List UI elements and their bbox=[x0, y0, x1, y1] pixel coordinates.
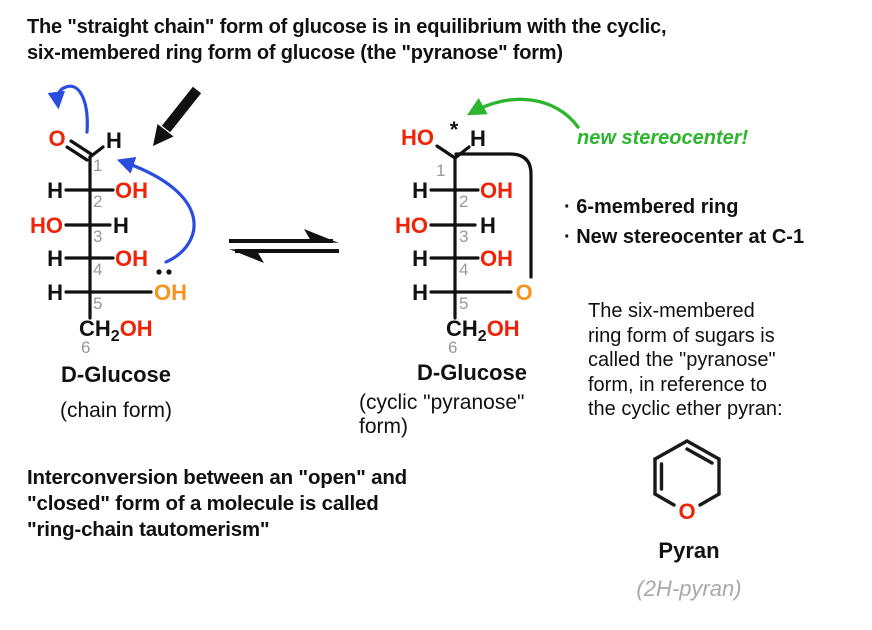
ring-closure-bond bbox=[454, 152, 533, 279]
lone-pair-dot bbox=[156, 269, 162, 275]
carbon-number-2: 2 bbox=[459, 192, 468, 211]
atom-oh2: OH bbox=[480, 178, 513, 203]
pyran-structure: O bbox=[653, 439, 721, 524]
curved-arrow-lone-pair-attack-icon bbox=[116, 156, 196, 264]
atom-h1: H bbox=[470, 126, 486, 151]
carbon-number-1: 1 bbox=[436, 161, 445, 180]
atom-oh4: OH bbox=[115, 246, 148, 271]
pyran-bond bbox=[653, 492, 676, 507]
carbon-number-6: 6 bbox=[81, 338, 90, 357]
green-arrow-icon bbox=[466, 97, 580, 129]
bullet-new-stereocenter: · New stereocenter at C-1 bbox=[564, 226, 805, 248]
atom-o1: O bbox=[48, 126, 65, 151]
chain-molecule-name: D-Glucose bbox=[60, 362, 172, 387]
pyran-bond bbox=[698, 492, 721, 507]
carbon-number-6: 6 bbox=[448, 338, 457, 357]
pyran-bond bbox=[685, 439, 721, 461]
atom-oh4: OH bbox=[480, 246, 513, 271]
equilibrium-top-barb bbox=[304, 229, 339, 243]
ch2oh-ch: CH bbox=[446, 316, 478, 341]
c1-h-bond bbox=[88, 145, 105, 159]
atom-h4: H bbox=[47, 246, 63, 271]
carbon-number-3: 3 bbox=[459, 227, 468, 246]
carbon-number-4: 4 bbox=[459, 260, 468, 279]
lone-pair-dot bbox=[166, 269, 172, 275]
ch2oh-subscript: 2 bbox=[478, 328, 487, 345]
chain-molecule-form-label: (chain form) bbox=[59, 399, 173, 422]
cyclic-molecule-name: D-Glucose bbox=[416, 360, 528, 385]
ch2oh-oh: OH bbox=[487, 316, 520, 341]
c1-o-double-bond bbox=[69, 139, 93, 156]
carbon-number-5: 5 bbox=[459, 294, 468, 313]
atom-h4: H bbox=[412, 246, 428, 271]
atom-h5: H bbox=[47, 280, 63, 305]
stereocenter-asterisk: * bbox=[450, 117, 459, 142]
carbon-number-1: 1 bbox=[93, 156, 102, 175]
atom-oh2: OH bbox=[115, 178, 148, 203]
carbon-number-5: 5 bbox=[93, 294, 102, 313]
pyran-double-bond-inner bbox=[685, 447, 714, 465]
chain-structure: O H 1 H OH 2 HO H 3 H OH 4 H OH 5 bbox=[30, 126, 187, 357]
ch2oh-oh: OH bbox=[120, 316, 153, 341]
black-arrow-icon bbox=[153, 86, 202, 146]
cyclic-molecule-form-label: (cyclic "pyranose" form) bbox=[359, 391, 525, 438]
new-stereocenter-callout: new stereocenter! bbox=[577, 127, 749, 149]
c1-ho-bond bbox=[435, 144, 457, 160]
ch2oh-ch: CH bbox=[79, 316, 111, 341]
atom-h2: H bbox=[412, 178, 428, 203]
pyranose-explanation-paragraph: The six-membered ring form of sugars is … bbox=[588, 300, 783, 420]
atom-h3: H bbox=[113, 213, 129, 238]
carbon-number-4: 4 bbox=[93, 260, 102, 279]
equilibrium-arrows-icon bbox=[229, 229, 339, 263]
atom-oh5: OH bbox=[154, 280, 187, 305]
ring-chain-tautomerism-note: Interconversion between an "open" and "c… bbox=[27, 466, 407, 541]
cyclic-structure: HO * H 1 H OH 2 HO H 3 H OH 4 H O 5 CH2O… bbox=[395, 117, 533, 357]
carbon-number-2: 2 bbox=[93, 192, 102, 211]
ch2oh-subscript: 2 bbox=[111, 328, 120, 345]
pyran-bond bbox=[653, 439, 689, 461]
pyran-name: Pyran bbox=[658, 538, 720, 563]
atom-ho1: HO bbox=[401, 125, 434, 150]
bullet-six-membered-ring: · 6-membered ring bbox=[564, 196, 739, 218]
black-arrow-head bbox=[153, 124, 174, 146]
atom-ho3: HO bbox=[395, 213, 428, 238]
carbon-number-3: 3 bbox=[93, 227, 102, 246]
atom-h5: H bbox=[412, 280, 428, 305]
pyran-alt-name: (2H-pyran) bbox=[636, 576, 742, 601]
pyran-oxygen: O bbox=[678, 499, 695, 524]
title-text: The "straight chain" form of glucose is … bbox=[27, 16, 667, 64]
atom-ho3: HO bbox=[30, 213, 63, 238]
atom-ch2oh: CH2OH bbox=[446, 316, 520, 345]
atom-h1: H bbox=[106, 128, 122, 153]
atom-ring-o: O bbox=[515, 280, 532, 305]
atom-ch2oh: CH2OH bbox=[79, 316, 153, 345]
atom-h3: H bbox=[480, 213, 496, 238]
atom-h2: H bbox=[47, 178, 63, 203]
curved-arrow-carbonyl-icon bbox=[47, 84, 89, 134]
black-arrow-shaft bbox=[161, 86, 202, 133]
c1-o-double-bond bbox=[65, 145, 89, 162]
equilibrium-bottom-barb bbox=[229, 249, 264, 263]
